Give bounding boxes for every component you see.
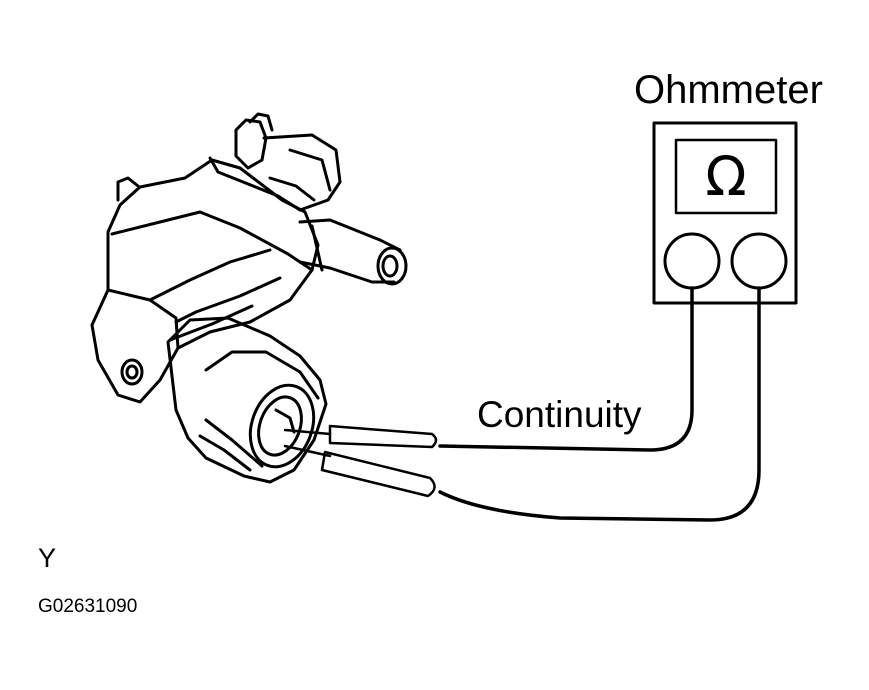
figure-code-label: G02631090 [38, 596, 138, 617]
ohm-symbol-icon: Ω [705, 144, 747, 208]
view-label: Y [38, 543, 57, 573]
valve-housing [90, 158, 320, 404]
test-probes [283, 424, 438, 498]
valve-connector [166, 316, 328, 484]
ohmmeter-label: Ohmmeter [634, 68, 823, 112]
test-leads [438, 286, 761, 522]
valve-port-upper [234, 112, 342, 212]
test-lead-upper [438, 286, 694, 452]
probe-upper-tip [283, 428, 332, 436]
ohmmeter-body [652, 121, 798, 305]
ohmmeter-display [674, 138, 778, 215]
valve-port-side [298, 218, 408, 286]
probe-lower-body [320, 450, 436, 498]
ohmmeter-terminal-right [730, 232, 788, 290]
ohmmeter-terminal-left [663, 232, 721, 290]
probe-upper-body [328, 424, 438, 449]
continuity-label: Continuity [477, 394, 642, 435]
vacuum-switching-valve [90, 156, 320, 404]
test-lead-lower [438, 286, 761, 522]
